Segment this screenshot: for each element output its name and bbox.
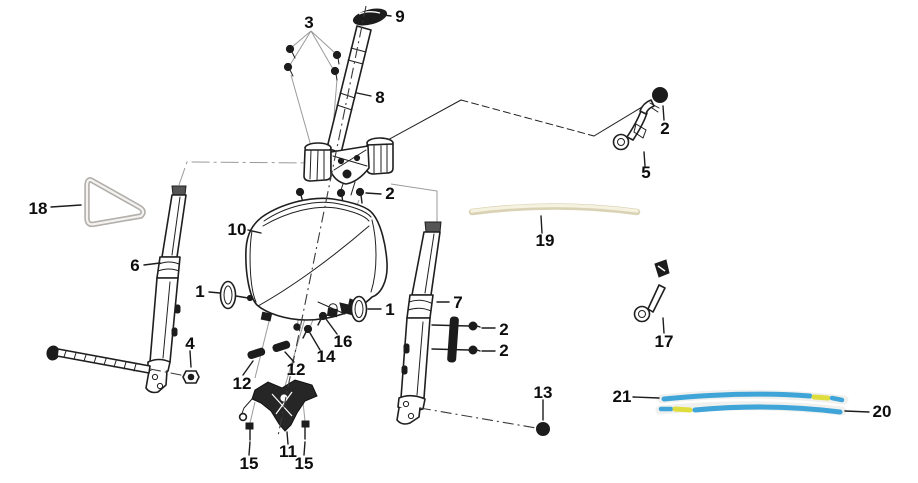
part-5-cable-guide — [612, 99, 655, 151]
part-21-stripe-upper — [657, 389, 849, 405]
part-20-stripe-lower — [655, 401, 847, 416]
part-10-front-cover — [245, 197, 388, 322]
callout-21: 21 — [613, 387, 632, 406]
callout-11: 11 — [279, 442, 297, 461]
part-2-guide-bolt — [649, 87, 668, 113]
part-13-axle-nut — [419, 407, 550, 436]
callout-1-right: 1 — [385, 300, 394, 319]
part-18-wire-form — [84, 177, 146, 228]
callout-14: 14 — [317, 347, 336, 366]
front-axle — [46, 345, 187, 377]
callout-19: 19 — [536, 231, 555, 250]
part-17-cable-guide — [633, 259, 670, 323]
steering-axis-centerline — [277, 5, 367, 437]
callout-9: 9 — [395, 7, 404, 26]
steering-under-bracket — [303, 137, 394, 197]
part-9-stem-cap — [352, 8, 388, 26]
part-7-right-fork — [396, 221, 442, 425]
callout-13: 13 — [534, 383, 553, 402]
callout-17: 17 — [655, 332, 674, 351]
callout-2-mid: 2 — [385, 184, 394, 203]
callout-18: 18 — [29, 199, 48, 218]
callout-7: 7 — [453, 293, 462, 312]
part-1-reflector-right — [339, 295, 368, 323]
callout-2-fork-b: 2 — [499, 341, 508, 360]
part-4-axle-nut — [182, 370, 200, 384]
cable-route-line — [374, 99, 653, 148]
part-15-screw-left — [245, 422, 254, 441]
callout-10: 10 — [228, 220, 247, 239]
callout-15-right: 15 — [295, 454, 314, 473]
part-2-fork-bolts — [431, 316, 481, 363]
part-16-nut — [317, 311, 328, 326]
callout-12-a: 12 — [287, 360, 306, 379]
part-1-reflector-left — [219, 280, 254, 310]
part-12-pads — [247, 340, 291, 360]
callout-4: 4 — [185, 334, 195, 353]
part-6-left-fork — [145, 185, 187, 394]
callout-1-left: 1 — [195, 282, 204, 301]
part-number-labels: 3 9 8 2 5 18 10 2 19 6 1 1 7 16 14 2 2 1… — [29, 7, 892, 473]
part-15-screw-right — [301, 420, 310, 440]
callout-5: 5 — [641, 163, 650, 182]
callout-15-left: 15 — [240, 454, 259, 473]
callout-6: 6 — [130, 256, 139, 275]
part-3-clamp-bolts — [283, 30, 342, 81]
part-19-trim-strip — [468, 203, 641, 216]
callout-12-b: 12 — [233, 374, 252, 393]
callout-8: 8 — [375, 88, 384, 107]
callout-2-top: 2 — [660, 119, 669, 138]
callout-20: 20 — [873, 402, 892, 421]
label-leader-lines — [50, 14, 870, 456]
part-14-nut — [293, 323, 313, 339]
callout-16: 16 — [334, 332, 353, 351]
callout-3: 3 — [304, 13, 313, 32]
callout-2-fork-a: 2 — [499, 320, 508, 339]
